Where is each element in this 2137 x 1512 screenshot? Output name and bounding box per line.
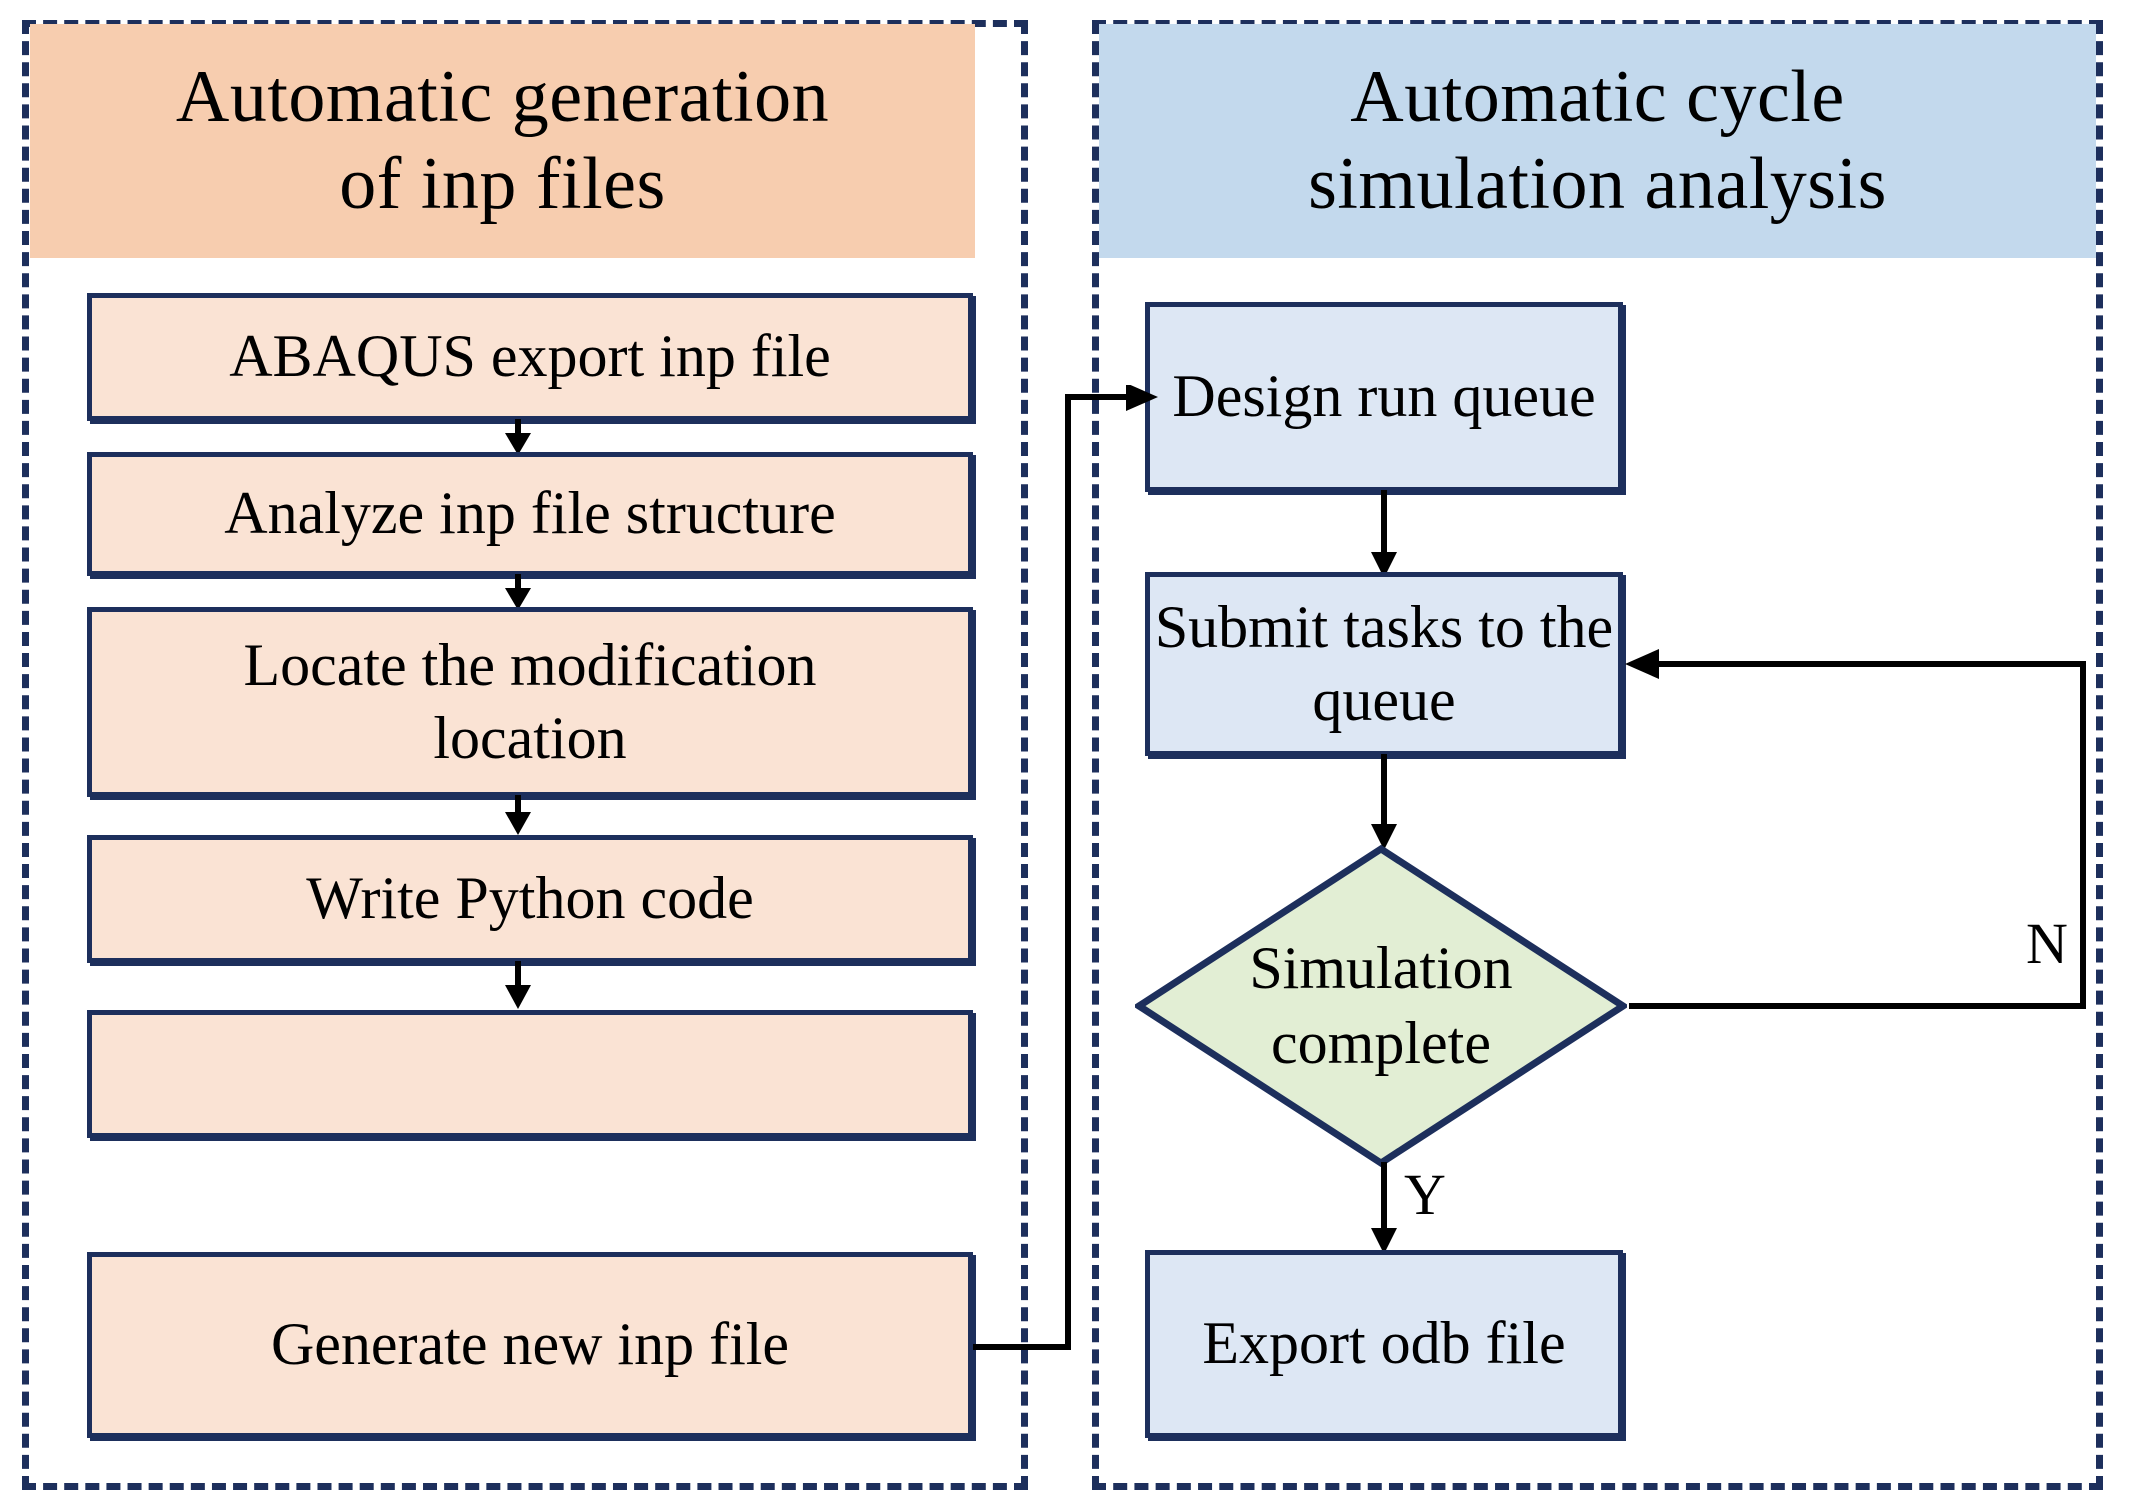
node-locate-modification-label: Locate the modification location (243, 629, 816, 775)
node-simulation-complete[interactable]: Simulation complete (1135, 845, 1627, 1167)
node-write-python-label: Write Python code (306, 865, 754, 932)
node-submit-tasks-label: Submit tasks to the queue (1154, 593, 1614, 733)
node-design-run-queue[interactable]: Design run queue (1145, 302, 1623, 492)
branch-label-no-text: N (2026, 911, 2068, 976)
node-generate-new-inp-label: Generate new inp file (270, 1311, 790, 1378)
right-header-line-1: Automatic cycle (1350, 55, 1845, 138)
node-export-odb-label: Export odb file (1202, 1310, 1566, 1377)
node-export-odb[interactable]: Export odb file (1145, 1250, 1623, 1438)
node-abaqus-export[interactable]: ABAQUS export inp file (87, 293, 973, 421)
node-submit-tasks[interactable]: Submit tasks to the queue (1145, 572, 1623, 756)
right-panel-header-text: Automatic cycle simulation analysis (1308, 54, 1887, 229)
branch-label-yes: Y (1404, 1166, 1446, 1224)
node-generate-new-inp-spacer (87, 1010, 973, 1138)
node-locate-line-2: location (433, 705, 627, 771)
left-panel-header: Automatic generation of inp files (30, 24, 975, 258)
branch-label-yes-text: Y (1404, 1162, 1446, 1227)
node-analyze-structure-label: Analyze inp file structure (224, 480, 836, 547)
left-panel-header-text: Automatic generation of inp files (176, 54, 829, 229)
node-locate-modification[interactable]: Locate the modification location (87, 607, 973, 797)
right-panel-header: Automatic cycle simulation analysis (1099, 24, 2096, 258)
right-header-line-2: simulation analysis (1308, 143, 1887, 225)
node-write-python[interactable]: Write Python code (87, 835, 973, 963)
left-header-line-1: Automatic generation (175, 55, 830, 138)
node-analyze-structure[interactable]: Analyze inp file structure (87, 452, 973, 576)
node-design-run-queue-label: Design run queue (1172, 363, 1596, 430)
node-locate-line-1: Locate the modification (243, 631, 817, 698)
node-abaqus-export-label: ABAQUS export inp file (229, 323, 831, 390)
branch-label-no: N (2026, 915, 2068, 973)
node-generate-new-inp[interactable]: Generate new inp file (87, 1252, 973, 1438)
left-header-line-2: of inp files (339, 143, 666, 225)
